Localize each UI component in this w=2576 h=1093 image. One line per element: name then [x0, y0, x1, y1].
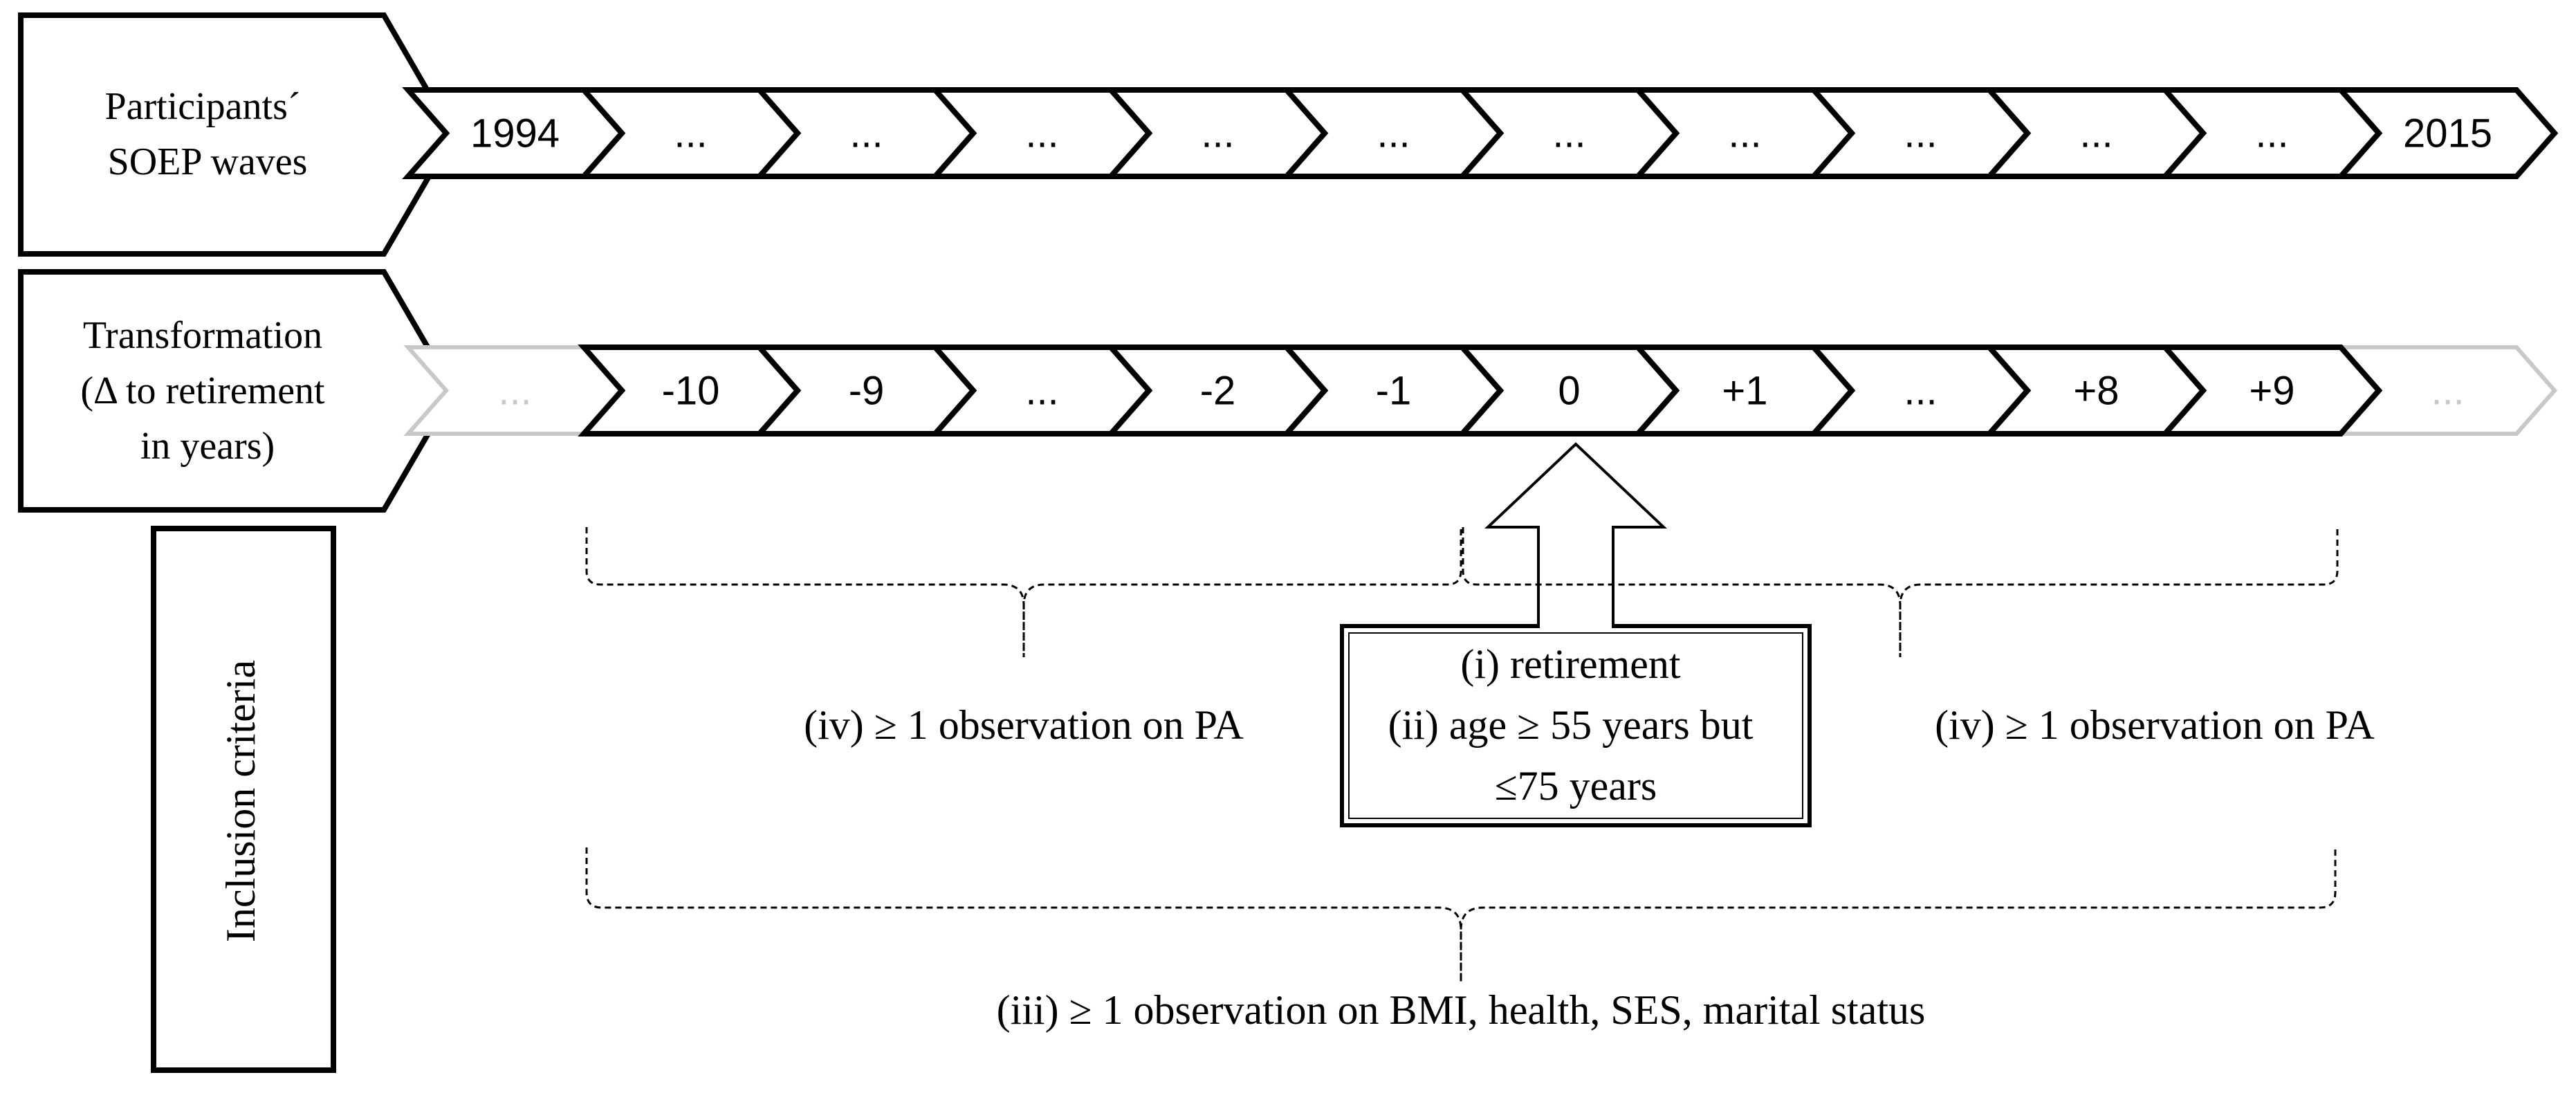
- chevron-segment: [2335, 87, 2559, 179]
- chevron-label: 0: [1558, 369, 1580, 414]
- chevron-label: 1994: [470, 111, 560, 156]
- row-header-transformation: Transformation (Δ to retirement in years…: [18, 269, 457, 513]
- row-header-waves-text: Participants´ SOEP waves: [104, 85, 310, 183]
- right-brace: [1462, 527, 2339, 657]
- header-transformation-line-2: (Δ to retirement: [80, 369, 325, 412]
- chevron-label: -10: [662, 369, 720, 414]
- header-transformation-line-1: Transformation: [83, 314, 322, 357]
- criterion-retirement: (i) retirement: [1460, 641, 1680, 687]
- chevron-label: +1: [1722, 369, 1767, 414]
- chevron-label: ...: [2431, 369, 2464, 414]
- bottom-brace: [585, 847, 2337, 982]
- waves-chevron-row: 1994.............................. 2015: [402, 87, 2559, 179]
- center-criteria-box: (i) retirement (ii) age ≥ 55 years but ≤…: [1340, 609, 1812, 827]
- chevron-segment: [2159, 345, 2383, 437]
- chevron-label: -1: [1376, 369, 1412, 414]
- chevron-label: ...: [849, 111, 883, 156]
- header-waves-line-1: Participants´: [104, 85, 300, 128]
- left-brace: [585, 527, 1462, 657]
- chevron-label: ...: [2079, 111, 2113, 156]
- left-criterion-pa: (iv) ≥ 1 observation on PA: [804, 702, 1244, 748]
- row-header-transformation-text: Transformation (Δ to retirement in years…: [80, 314, 334, 468]
- bottom-criterion-covariates: (iii) ≥ 1 observation on BMI, health, SE…: [997, 987, 1926, 1033]
- center-criteria-text: (i) retirement (ii) age ≥ 55 years but ≤…: [1388, 641, 1764, 809]
- chevron-label: +8: [2073, 369, 2119, 414]
- chevron-label: ...: [1377, 111, 1410, 156]
- chevron-label: ...: [1728, 111, 1761, 156]
- chevron-label: -9: [849, 369, 885, 414]
- criterion-age: (ii) age ≥ 55 years but: [1388, 702, 1754, 748]
- header-transformation-line-3: in years): [140, 425, 275, 468]
- inclusion-criteria-label: Inclusion criteria: [218, 660, 264, 942]
- chevron-label: ...: [1201, 111, 1234, 156]
- chevron-label: ...: [498, 369, 531, 414]
- chevron-label: 2015: [2403, 111, 2492, 156]
- chevron-label: +9: [2249, 369, 2294, 414]
- chevron-label: -2: [1200, 369, 1236, 414]
- chevron-label: ...: [1025, 369, 1058, 414]
- chevron-label: ...: [2255, 111, 2288, 156]
- inclusion-criteria-box: Inclusion criteria: [151, 526, 336, 1073]
- row-header-waves: Participants´ SOEP waves: [18, 12, 457, 257]
- chevron-label: ...: [1552, 111, 1585, 156]
- chevron-label: ...: [1025, 111, 1058, 156]
- chevron-label: ...: [674, 111, 707, 156]
- criterion-age-upper: ≤75 years: [1495, 763, 1657, 809]
- retirement-arrow: [1484, 442, 1668, 627]
- chevron-label: ...: [1904, 111, 1937, 156]
- right-criterion-pa: (iv) ≥ 1 observation on PA: [1935, 702, 2375, 748]
- chevron-label: ...: [1904, 369, 1937, 414]
- header-waves-line-2: SOEP waves: [108, 140, 308, 183]
